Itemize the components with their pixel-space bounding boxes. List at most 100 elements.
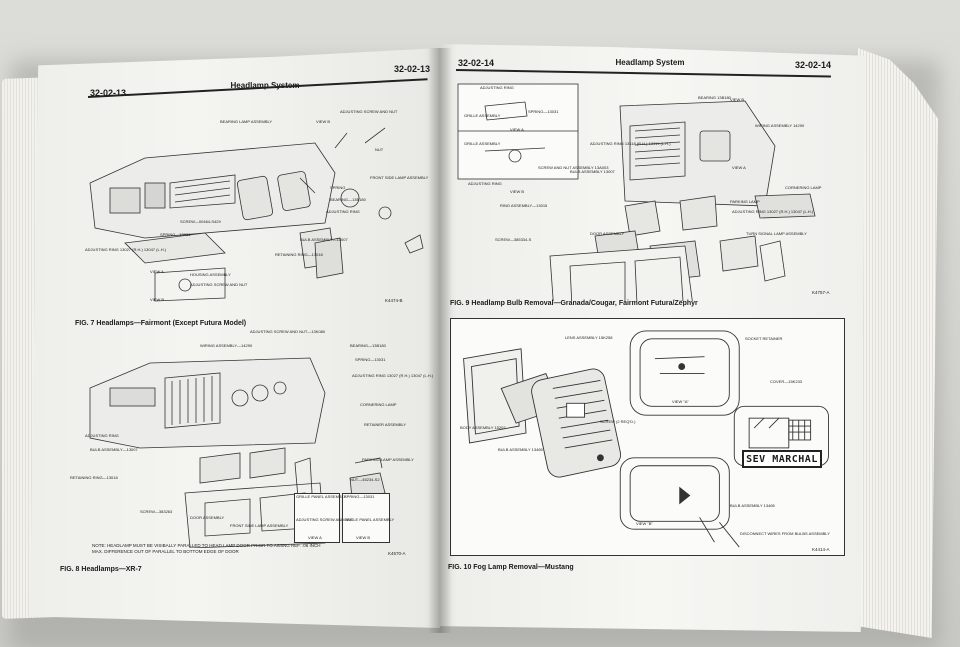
right-page-edges bbox=[858, 48, 938, 638]
fig9-label-20: ADJUSTING RING 13027 (R.H.) 13047 (L.H.) bbox=[732, 209, 814, 214]
book-gutter-shadow bbox=[428, 48, 452, 633]
fig8-label-7: RETAINER ASSEMBLY bbox=[364, 422, 407, 427]
fig8-label-11: NUT—45234-S2 bbox=[350, 477, 380, 482]
right-page-number: 32-02-14 bbox=[458, 58, 495, 68]
fig8-label-21: VIEW B bbox=[356, 535, 371, 540]
fig7-label-11: SPRING—13031 bbox=[160, 232, 191, 237]
fig10-label-1: LENS ASSEMBLY 15K258 bbox=[565, 335, 613, 340]
fig9-drawing bbox=[455, 76, 840, 301]
fig7-caption: FIG. 7 Headlamps—Fairmont (Except Futura… bbox=[75, 320, 247, 327]
fig7-label-16: VIEW B bbox=[150, 297, 165, 302]
fig9-svg bbox=[457, 83, 816, 301]
fig8-label-10: PARKING LAMP ASSEMBLY bbox=[362, 457, 414, 462]
fig9-label-6: SCREW AND NUT ASSEMBLY 13A003 bbox=[538, 165, 609, 170]
fig9-label-15: VIEW B bbox=[730, 97, 745, 102]
fig8-label-5: ADJUSTING RING 13027 (R.H.) 13047 (L.H.) bbox=[352, 373, 434, 378]
fig8-drawing bbox=[80, 333, 435, 548]
fig8-label-1: ADJUSTING SCREW AND NUT—13K080 bbox=[250, 329, 326, 334]
fig7-svg bbox=[89, 127, 424, 302]
fig7-label-8: SCREW—00464-S429 bbox=[180, 219, 221, 224]
fig8-note: NOTE: HEADLAMP MUST BE VISIBALLY PARALLE… bbox=[92, 543, 321, 554]
fig9-label-8: VIEW B bbox=[510, 189, 525, 194]
sev-marchal-sign: SEV MARCHAL bbox=[742, 450, 822, 468]
fig10-frame bbox=[450, 318, 845, 556]
left-page-title: Headlamp System bbox=[230, 81, 300, 90]
left-page-number: 32-02-13 bbox=[90, 88, 127, 98]
fig7-label-4: NUT bbox=[375, 147, 384, 152]
fig8-label-17: SPRING—13031 bbox=[344, 494, 375, 499]
fig8-label-2: WIRING ASSEMBLY—14290 bbox=[200, 343, 253, 348]
fig7-label-9: BULB ASSEMBLY—13007 bbox=[300, 237, 348, 242]
fig7-label-7: ADJUSTING RING bbox=[326, 209, 360, 214]
fig10-label-8: VIEW "B" bbox=[636, 521, 653, 526]
fig8-label-8: ADJUSTING RING bbox=[85, 433, 119, 438]
fig10-caption: FIG. 10 Fog Lamp Removal—Mustang bbox=[448, 564, 574, 571]
fig7-label-14: HOUSING ASSEMBLY bbox=[190, 272, 231, 277]
fig9-caption: FIG. 9 Headlamp Bulb Removal—Granada/Cou… bbox=[450, 300, 698, 307]
fig8-label-15: FRONT SIDE LAMP ASSEMBLY bbox=[230, 523, 289, 528]
fig9-id: K4757-A bbox=[812, 290, 830, 295]
fig10-label-6: BULB ASSEMBLY 13465 bbox=[498, 447, 543, 452]
fig8-view-b-box bbox=[342, 493, 390, 543]
fig9-label-9: RING ASSEMBLY—13015 bbox=[500, 203, 548, 208]
fig10-label-4: VIEW "A" bbox=[672, 399, 689, 404]
right-page: 32-02-14 Headlamp System 32-02-14 bbox=[440, 44, 865, 632]
fig9-label-19: PARKING LAMP bbox=[730, 199, 760, 204]
fig8-label-14: DOOR ASSEMBLY bbox=[190, 515, 225, 520]
fig8-label-4: SPRING—13031 bbox=[355, 357, 386, 362]
fig10-label-3: COVER—15K233 bbox=[770, 379, 803, 384]
fig9-label-11: DOOR ASSEMBLY bbox=[590, 231, 625, 236]
fig10-label-2: SOCKET RETAINER bbox=[745, 336, 783, 341]
left-page: 32-02-13 Headlamp System 32-02-13 bbox=[30, 48, 440, 628]
fig7-label-6: BEARING—13B180 bbox=[330, 197, 366, 202]
left-page-number-right: 32-02-13 bbox=[394, 64, 431, 74]
fig7-label-3: ADJUSTING SCREW AND NUT bbox=[340, 109, 398, 114]
fig10-label-10: DISCONNECT WIRES FROM BULBS ASSEMBLY bbox=[740, 531, 830, 536]
fig10-label-5: BODY ASSEMBLY 15202 bbox=[460, 425, 506, 430]
fig10-svg bbox=[463, 330, 829, 548]
fig8-label-18: ADJUSTING SCREW AND NUT bbox=[296, 517, 354, 522]
fig8-label-20: VIEW A bbox=[308, 535, 322, 540]
fig7-label-15: ADJUSTING SCREW AND NUT bbox=[190, 282, 248, 287]
fig9-label-10: SCREW—385334-S bbox=[495, 237, 532, 242]
fig7-label-12: ADJUSTING RING 13027 (R.H.) 13047 (L.H.) bbox=[85, 247, 167, 252]
fig7-label-1: BEARING LAMP ASSEMBLY bbox=[220, 119, 273, 124]
fig9-label-3: GRILLE ASSEMBLY bbox=[464, 113, 501, 118]
fig7-label-5: SPRING bbox=[330, 185, 346, 190]
fig7-label-13: VIEW A bbox=[150, 269, 164, 274]
fig8-label-16: GRILLE PANEL ASSEMBLY bbox=[296, 494, 347, 499]
fig9-label-14: BEARING 13B180 bbox=[698, 95, 731, 100]
fig9-label-21: TURN SIGNAL LAMP ASSEMBLY bbox=[746, 231, 807, 236]
fig9-label-5: GRILLE ASSEMBLY bbox=[464, 141, 501, 146]
fig9-label-16: WIRING ASSEMBLY 14290 bbox=[755, 123, 805, 128]
fig7-label-2: VIEW B bbox=[316, 119, 331, 124]
fig7-id: K4474-B bbox=[385, 298, 403, 303]
fig9-label-7: ADJUSTING RING bbox=[468, 181, 502, 186]
fig9-label-17: VIEW A bbox=[732, 165, 746, 170]
fig10-label-9: BULB ASSEMBLY 13465 bbox=[730, 503, 775, 508]
right-page-number-right: 32-02-14 bbox=[795, 60, 832, 70]
fig8-svg bbox=[89, 357, 386, 548]
fig9-label-2: SPRING—13031 bbox=[528, 109, 559, 114]
fig9-label-18: CORNERING LAMP bbox=[785, 185, 822, 190]
fig8-id: K4570-A bbox=[388, 551, 406, 556]
fig8-label-12: RETAINING RING—13018 bbox=[70, 475, 118, 480]
fig9-label-4: VIEW A bbox=[510, 127, 524, 132]
fig8-label-3: BEARING—13B180 bbox=[350, 343, 386, 348]
fig9-label-1: ADJUSTING RING bbox=[480, 85, 514, 90]
fig7-label-10: RETAINING RING—13018 bbox=[275, 252, 323, 257]
fig8-label-9: BULB ASSEMBLY—13007 bbox=[90, 447, 138, 452]
fig7-label-17: FRONT SIDE LAMP ASSEMBLY bbox=[370, 175, 429, 180]
fig8-label-6: CORNERING LAMP bbox=[360, 402, 397, 407]
fig10-id: K4414-A bbox=[812, 547, 830, 552]
fig8-label-19: GRILLE PANEL ASSEMBLY bbox=[344, 517, 395, 522]
fig8-view-a-box bbox=[294, 493, 340, 543]
fig9-label-12: ADJUSTING RING 13118 (R.H.) 13119 (L.H.) bbox=[590, 141, 671, 146]
fig9-label-13: BULB ASSEMBLY 13007 bbox=[570, 169, 615, 174]
fig8-label-13: SCREW—383263 bbox=[140, 509, 173, 514]
fig10-label-7: SCREW (2 REQ'D.) bbox=[600, 419, 636, 424]
fig7-drawing bbox=[85, 103, 430, 303]
right-page-title: Headlamp System bbox=[615, 58, 685, 67]
fig8-caption: FIG. 8 Headlamps—XR-7 bbox=[60, 566, 142, 573]
